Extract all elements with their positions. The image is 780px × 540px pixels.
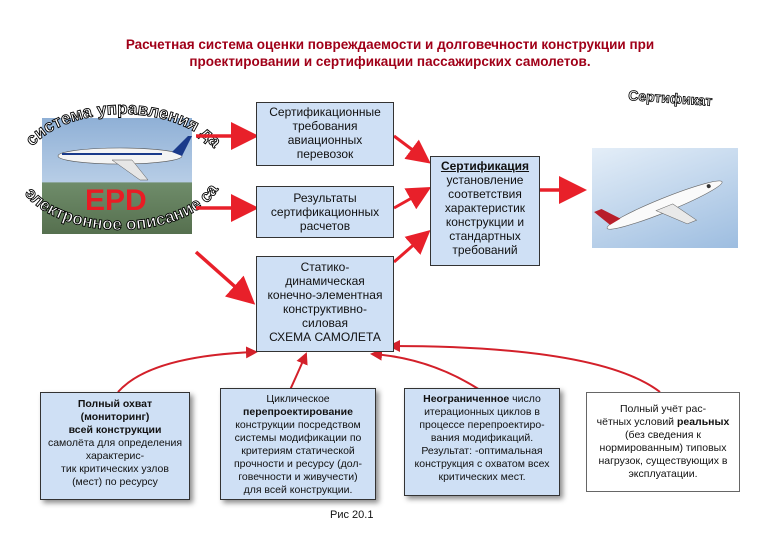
schema-line: динамическая bbox=[257, 274, 393, 288]
cert-requirements-box: Сертификационные требования авиационных … bbox=[256, 102, 394, 166]
cert-req-line: перевозок bbox=[257, 147, 393, 161]
schema-line: конструктивно- bbox=[257, 302, 393, 316]
redesign-line: говечности и живучести) bbox=[221, 471, 375, 484]
curve-box2-to-schema bbox=[290, 354, 306, 390]
loads-line: эксплуатации. bbox=[587, 468, 739, 481]
redesign-line: конструкции посредством bbox=[221, 419, 375, 432]
redesign-line: прочности и ресурсу (дол- bbox=[221, 458, 375, 471]
curve-box1-to-schema bbox=[118, 352, 256, 392]
loads-line: Полный учёт рас- bbox=[587, 403, 739, 416]
monitoring-box: Полный охват (мониторинг) всей конструкц… bbox=[40, 392, 190, 500]
redesign-line: критериям статической bbox=[221, 445, 375, 458]
loads-line: нагрузок, существующих в bbox=[587, 455, 739, 468]
iterations-lead-rest: число bbox=[509, 393, 541, 405]
redesign-line: системы модификации по bbox=[221, 432, 375, 445]
iterations-line: критических мест. bbox=[405, 471, 559, 484]
monitoring-line: всей конструкции bbox=[41, 424, 189, 437]
arrow-schema-to-certification bbox=[394, 234, 426, 262]
monitoring-line: (мониторинг) bbox=[41, 411, 189, 424]
curve-box3-to-schema bbox=[372, 354, 480, 390]
redesign-line: перепроектирование bbox=[221, 406, 375, 419]
certification-line: конструкции и bbox=[431, 215, 539, 229]
epd-label: EPD bbox=[85, 184, 147, 217]
iterations-line: итерационных циклов в bbox=[405, 406, 559, 419]
figure-caption: Рис 20.1 bbox=[330, 509, 373, 521]
redesign-box: Циклическое перепроектирование конструкц… bbox=[220, 388, 376, 500]
loads-line: нормированным) типовых bbox=[587, 442, 739, 455]
loads-line-2a: чётных условий bbox=[597, 416, 677, 428]
cert-req-line: авиационных bbox=[257, 133, 393, 147]
certification-line: характеристик bbox=[431, 201, 539, 215]
redesign-line: Циклическое bbox=[221, 393, 375, 406]
monitoring-line: характерис- bbox=[41, 450, 189, 463]
iterations-line: конструкция с охватом всех bbox=[405, 458, 559, 471]
schema-line: силовая bbox=[257, 316, 393, 330]
redesign-line: для всей конструкции. bbox=[221, 484, 375, 497]
arrow-results-to-certification bbox=[394, 190, 426, 208]
aircraft-schema-box: Статико- динамическая конечно-элементная… bbox=[256, 256, 394, 352]
monitoring-line: (мест) по ресурсу bbox=[41, 476, 189, 489]
arrow-cert-req-to-certification bbox=[394, 136, 426, 160]
loads-line: (без сведения к bbox=[587, 429, 739, 442]
certification-box: Сертификация установление соответствия х… bbox=[430, 156, 540, 266]
loads-line-2b: реальных bbox=[677, 416, 729, 428]
loads-line-2: чётных условий реальных bbox=[587, 416, 739, 429]
cert-results-box: Результаты сертификационных расчетов bbox=[256, 186, 394, 238]
iterations-line: процессе перепроектиро- bbox=[405, 419, 559, 432]
cert-results-line: Результаты bbox=[257, 191, 393, 205]
arrow-epd-to-schema bbox=[196, 252, 250, 300]
loads-box: Полный учёт рас- чётных условий реальных… bbox=[586, 392, 740, 492]
monitoring-line: Полный охват bbox=[41, 398, 189, 411]
monitoring-line: тик критических узлов bbox=[41, 463, 189, 476]
certification-title: Сертификация bbox=[431, 159, 539, 173]
cert-req-line: Сертификационные bbox=[257, 105, 393, 119]
curve-box4-to-schema bbox=[390, 346, 660, 392]
cert-req-line: требования bbox=[257, 119, 393, 133]
iterations-lead: Неограниченное число bbox=[405, 393, 559, 406]
schema-line: СХЕМА САМОЛЕТА bbox=[257, 330, 393, 344]
monitoring-line: самолёта для определения bbox=[41, 437, 189, 450]
certification-line: соответствия bbox=[431, 187, 539, 201]
iterations-line: вания модификаций. bbox=[405, 432, 559, 445]
cert-results-line: сертификационных bbox=[257, 205, 393, 219]
epd-arc-top-text: система управления данными bbox=[0, 0, 225, 151]
cert-results-line: расчетов bbox=[257, 219, 393, 233]
schema-line: Статико- bbox=[257, 260, 393, 274]
schema-line: конечно-элементная bbox=[257, 288, 393, 302]
certificate-label: Сертификат bbox=[628, 87, 713, 109]
iterations-lead-bold: Неограниченное bbox=[423, 393, 509, 405]
certification-line: установление bbox=[431, 173, 539, 187]
iterations-line: Результат: -оптимальная bbox=[405, 445, 559, 458]
iterations-box: Неограниченное число итерационных циклов… bbox=[404, 388, 560, 496]
certification-line: требований bbox=[431, 243, 539, 257]
certification-line: стандартных bbox=[431, 229, 539, 243]
